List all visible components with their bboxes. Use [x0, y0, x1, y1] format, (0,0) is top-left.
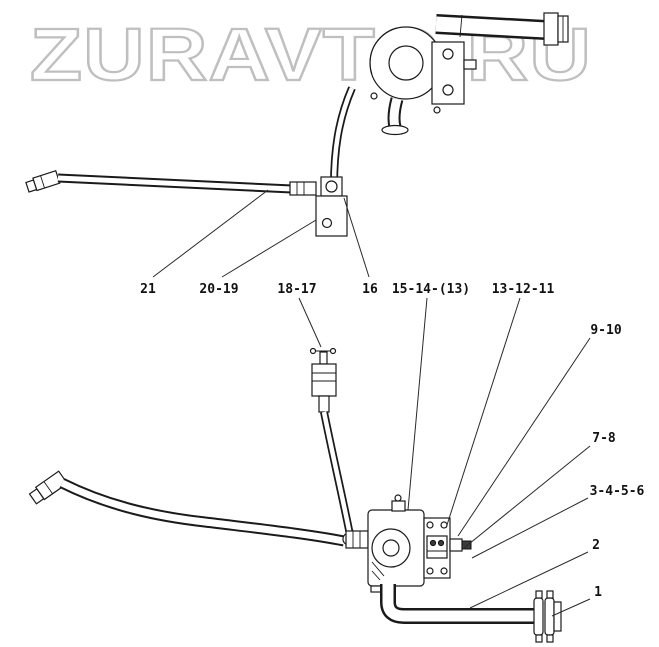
- callout-15-14-13: 15-14-(13): [392, 282, 470, 297]
- callout-18-17: 18-17: [277, 282, 316, 297]
- flange-bolt-br: [440, 567, 448, 575]
- callout-13-12-11: 13-12-11: [492, 282, 555, 297]
- fitting-nut-lower: [34, 470, 69, 501]
- turbo-downpipe-inner: [389, 97, 402, 129]
- fitting-rib: [40, 175, 45, 189]
- pipe-seam: [459, 14, 463, 38]
- lower-hose-left-fitting: [28, 470, 69, 505]
- callout-21: 21: [140, 282, 156, 297]
- mounting-bracket: [315, 176, 348, 237]
- fitting-nut: [32, 169, 61, 192]
- lower-hose-inner: [60, 479, 345, 545]
- leader-1: [551, 598, 591, 617]
- valve-body: [311, 363, 337, 397]
- pump-hatching: [371, 561, 385, 581]
- bracket-bolt-top: [442, 48, 454, 60]
- bracket-plate: [315, 195, 348, 237]
- valve-handle-end-right: [329, 347, 337, 355]
- intake-pipe-inner: [435, 16, 547, 38]
- clamp-bolt-bottom-2: [546, 634, 554, 643]
- flange-bolt-bl: [426, 567, 434, 575]
- pump-top-fitting: [391, 500, 406, 512]
- turbo-inlet-hose: [330, 86, 356, 187]
- compressor-inlet: [388, 45, 424, 81]
- leader-16: [343, 197, 370, 278]
- pump-shaft: [382, 539, 400, 557]
- clamp-bolt: [325, 180, 338, 193]
- outlet-pipe: [380, 584, 538, 624]
- shutoff-valve: [309, 347, 337, 413]
- clamp-ring-2: [544, 597, 555, 636]
- callout-1: 1: [594, 585, 602, 600]
- small-bolt-left: [370, 92, 378, 100]
- pump-assembly: [345, 494, 472, 593]
- port-bolt-left: [429, 539, 437, 547]
- outlet-pipe-inner: [382, 584, 538, 622]
- callout-16: 16: [362, 282, 378, 297]
- bracket-hole: [321, 217, 333, 229]
- callout-20-19: 20-19: [199, 282, 238, 297]
- pump-port-cover: [426, 535, 448, 559]
- clamp-ring-1: [533, 597, 544, 636]
- port-bolt-right: [437, 539, 445, 547]
- valve-stem-top: [319, 351, 328, 365]
- clamp-bolt-bottom-1: [535, 634, 543, 643]
- downpipe-flange: [381, 124, 409, 136]
- clamp-bolt-top-1: [535, 590, 543, 599]
- valve-hose-inner: [321, 411, 355, 541]
- pump-top-bolt: [394, 494, 402, 502]
- upper-hose-coupler: [289, 181, 317, 196]
- small-bolt-right: [433, 106, 441, 114]
- leader-13-12-11: [445, 297, 521, 529]
- leader-7-8: [463, 445, 591, 549]
- leader-20-19: [221, 219, 317, 278]
- leader-21: [152, 189, 269, 278]
- valve-to-pump-hose: [320, 411, 356, 542]
- callout-9-10: 9-10: [590, 323, 621, 338]
- upper-hose-inner: [57, 175, 293, 192]
- bracket-stud: [463, 59, 477, 70]
- upper-hose-left-fitting: [25, 169, 61, 193]
- leader-9-10: [457, 337, 591, 537]
- callout-7-8: 7-8: [592, 431, 616, 446]
- flange-bolt-tl: [426, 521, 434, 529]
- pump-inlet-hex: [345, 530, 369, 549]
- pump-side-plug: [461, 540, 472, 550]
- leader-lines: [152, 189, 591, 617]
- turbocharger-assembly: [369, 12, 569, 136]
- pipe-clamp: [533, 590, 562, 643]
- lower-hose-assembly: [28, 470, 346, 547]
- callout-2: 2: [592, 538, 600, 553]
- leader-15-14-13: [407, 297, 428, 511]
- leader-3-4-5-6: [471, 497, 589, 559]
- callout-labels: 21 20-19 18-17 16 15-14-(13) 13-12-11 9-…: [140, 282, 644, 600]
- clamp-bolt-top-2: [546, 590, 554, 599]
- fitting-rib-lower: [43, 481, 53, 495]
- valve-handle-end-left: [309, 347, 317, 355]
- pipe-flange: [543, 12, 559, 46]
- leader-18-17: [298, 297, 322, 348]
- clamp-end-cap: [553, 601, 562, 632]
- inlet-hose-inner: [331, 87, 355, 187]
- upper-hose-assembly: [25, 169, 317, 196]
- callout-3-4-5-6: 3-4-5-6: [590, 484, 645, 499]
- pump-side-fitting: [449, 538, 463, 552]
- valve-stem-bottom: [318, 395, 330, 413]
- bracket-bolt-bottom: [442, 84, 454, 96]
- housing-contour: [369, 27, 397, 75]
- leader-2: [469, 551, 589, 609]
